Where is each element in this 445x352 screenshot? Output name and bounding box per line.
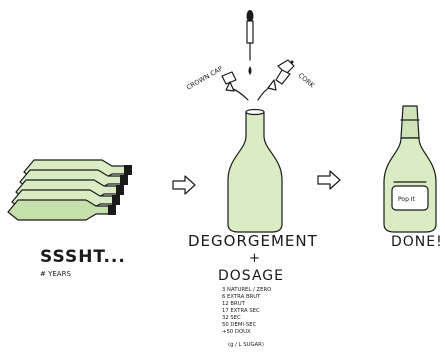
dosage-list: 3 NATUREL / ZERO 6 EXTRA BRUT 12 BRUT 17… — [222, 287, 271, 348]
crown-cap-icon — [222, 72, 236, 84]
aging-bottles — [8, 160, 132, 220]
curved-arrow-left-icon — [226, 82, 248, 100]
cork-icon — [276, 60, 294, 84]
done-title: DONE! — [391, 234, 443, 250]
crown-cap-label: CROWN CAP — [185, 65, 224, 92]
disgorge-title: DEGORGEMENT — [188, 232, 318, 250]
dosage-item: (g / L SUGAR) — [228, 342, 264, 348]
arrow-right-icon — [173, 176, 195, 194]
dosage-item: 32 SEC — [222, 315, 241, 321]
arrow-right-icon — [318, 171, 340, 189]
dosage-item: 50 DEMI-SEC — [222, 322, 257, 328]
dosage-title: DOSAGE — [218, 268, 284, 284]
finished-bottle — [384, 106, 436, 232]
dosage-item: +50 DOUX — [222, 329, 251, 335]
aging-title: SSSHT... — [40, 247, 126, 267]
dosage-item: 12 BRUT — [222, 301, 246, 307]
pipette-icon — [247, 10, 254, 75]
bottle-label-text: Pop It — [398, 196, 416, 203]
aging-subtitle: # YEARS — [40, 270, 71, 278]
dosage-item: 17 EXTRA SEC — [222, 308, 260, 314]
cork-label: CORK — [297, 71, 317, 89]
open-bottle — [228, 110, 282, 233]
dosage-item: 3 NATUREL / ZERO — [222, 287, 271, 293]
disgorge-plus: + — [249, 251, 260, 266]
curved-arrow-right-icon — [258, 80, 276, 100]
dosage-item: 6 EXTRA BRUT — [222, 294, 261, 300]
